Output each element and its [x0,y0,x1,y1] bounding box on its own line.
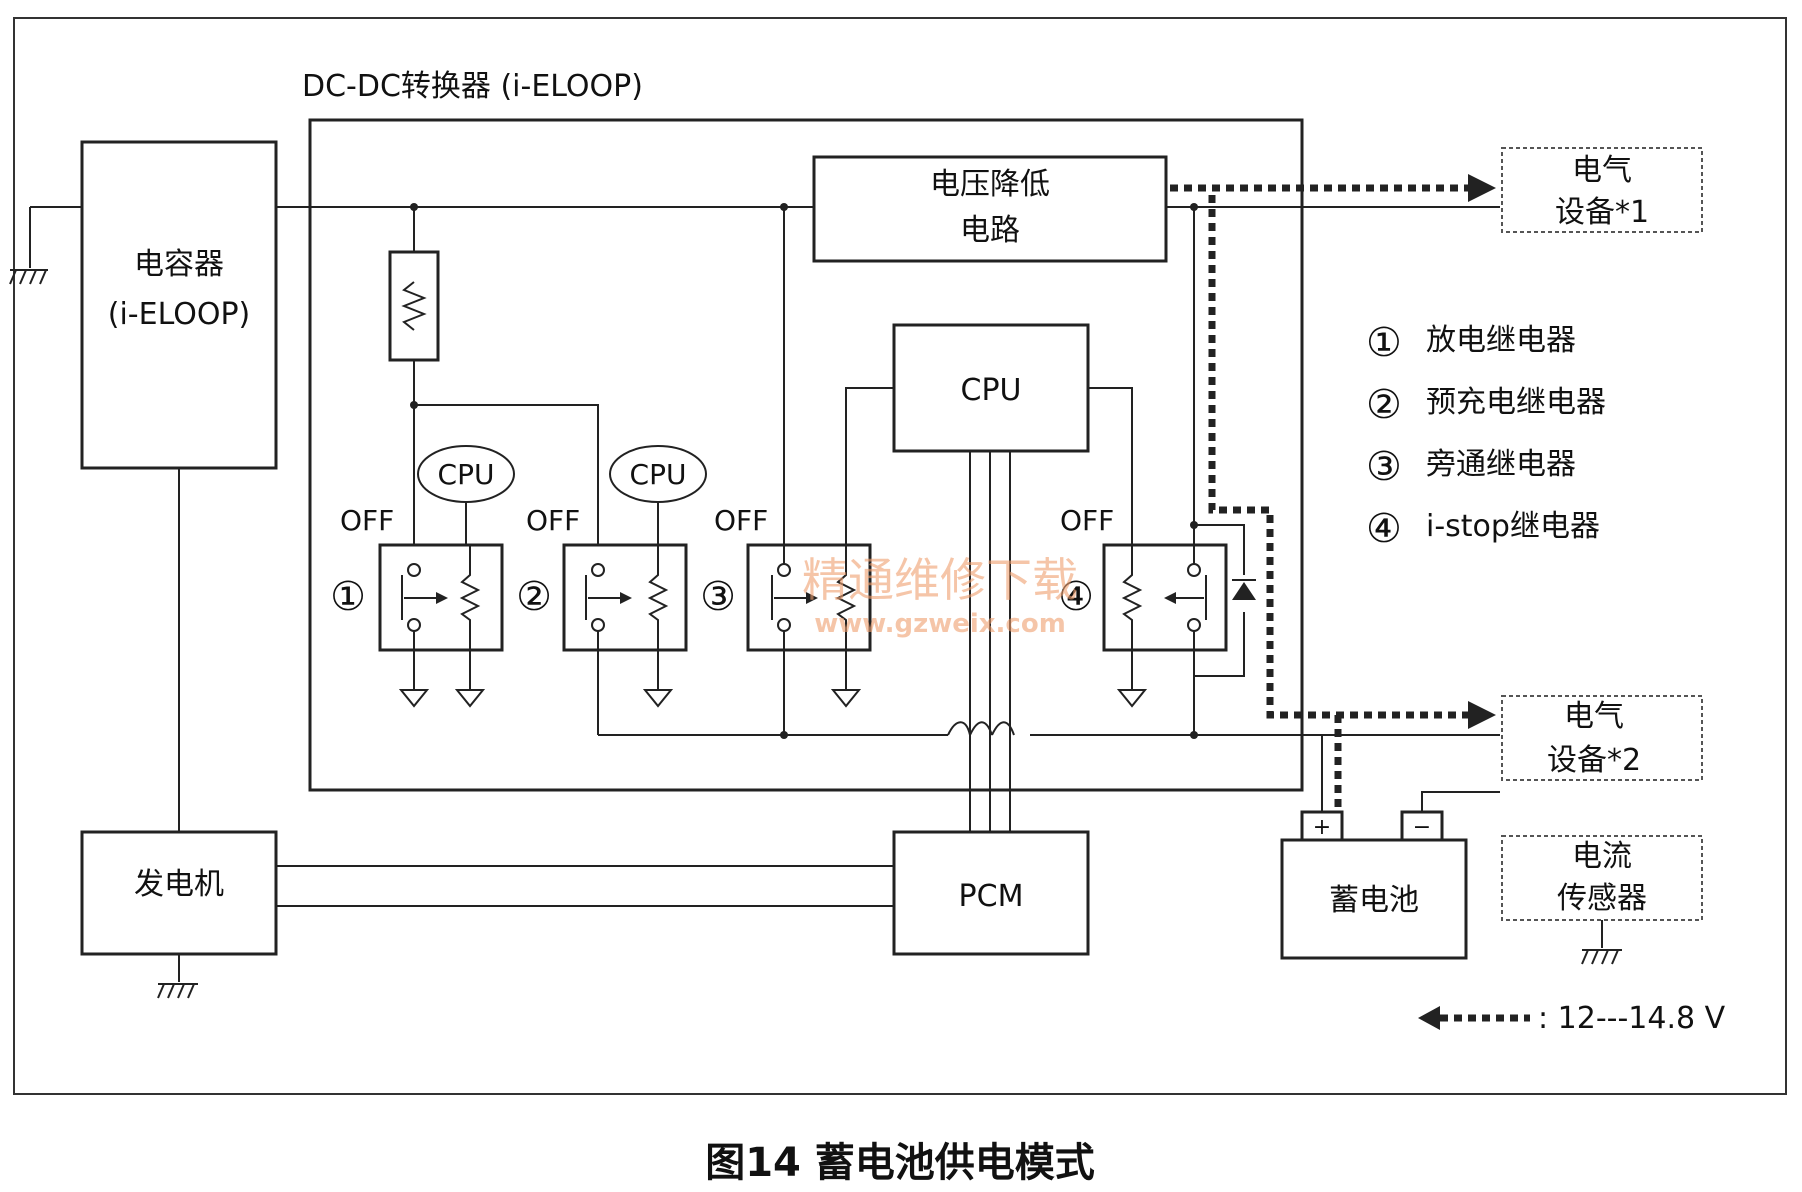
figure-caption: 图14 蓄电池供电模式 [705,1140,1095,1186]
voltage-reducer-sublabel: 电路 [960,213,1020,248]
current-sensor-box [1501,835,1703,921]
cpu-ellipse-relay-1-label: CPU [438,458,495,491]
relay-2-switch [585,545,669,735]
relay-4-box [1102,543,1228,652]
battery-box [1280,838,1468,960]
battery-plus-label: + [1313,815,1331,840]
outer-frame [13,17,1787,1095]
load-2-sublabel: 设备*2 [1547,743,1641,778]
battery-label: 蓄电池 [1329,883,1419,918]
legend-4-label: i-stop继电器 [1426,509,1600,544]
battery-minus-label: − [1413,815,1431,840]
flow-legend: : 12---14.8 V [1418,1001,1726,1036]
relay-1-switch [401,545,481,690]
ground-symbol-generator [157,954,198,999]
dcdc-converter-title: DC-DC转换器 (i-ELOOP) [302,69,643,104]
relay-1-state: OFF [340,504,394,537]
resistor-box [388,250,440,362]
relay-3-switch [771,207,857,735]
load-2-label: 电气 [1564,699,1624,734]
relay-2-number: ② [516,574,552,620]
legend-1-number: ① [1366,320,1402,366]
legend-2-number: ② [1366,382,1402,428]
relay-legend: ① 放电继电器 ② 预充电继电器 ③ 旁通继电器 ④ i-stop继电器 [1366,320,1606,552]
legend-3-label: 旁通继电器 [1426,447,1576,482]
capacitor-sublabel: (i-ELOOP) [108,297,251,332]
cpu-ellipse-relay-2-label: CPU [630,458,687,491]
ground-symbol-left [9,206,82,285]
relay-1-number: ① [330,574,366,620]
relay-3-state: OFF [714,504,768,537]
relay-3-number: ③ [700,574,736,620]
dcdc-converter-frame [308,118,1304,792]
cpu-label: CPU [961,373,1022,408]
watermark-text: 精通维修下载 [802,553,1078,607]
relay-4-state: OFF [1060,504,1114,537]
watermark-url: www.gzweix.com [814,609,1066,639]
voltage-reducer-label: 电压降低 [930,167,1050,202]
load-1-sublabel: 设备*1 [1555,195,1649,230]
generator-box [80,830,278,956]
relay-2-box [562,543,688,652]
legend-2-label: 预充电继电器 [1426,385,1606,420]
relay-4-switch [1121,207,1256,735]
power-flow-path [1170,174,1496,808]
flow-legend-label: : 12---14.8 V [1538,1001,1726,1036]
ground-triangles [398,689,1148,708]
legend-4-number: ④ [1366,506,1402,552]
relay-2-state: OFF [526,504,580,537]
relay-4-number: ④ [1058,574,1094,620]
load-1-label: 电气 [1572,153,1632,188]
legend-3-number: ③ [1366,444,1402,490]
load-2-box [1501,695,1703,781]
pcm-label: PCM [959,879,1024,914]
load-1-box [1501,147,1703,233]
generator-label: 发电机 [134,867,224,902]
current-sensor-label: 电流 [1572,839,1632,874]
pcm-box [892,830,1090,956]
voltage-reducer-box [812,155,1168,263]
current-sensor-sublabel: 传感器 [1557,881,1647,916]
legend-1-label: 放电继电器 [1426,323,1576,358]
ground-symbol-sensor [1581,920,1622,965]
capacitor-label: 电容器 [134,247,224,282]
